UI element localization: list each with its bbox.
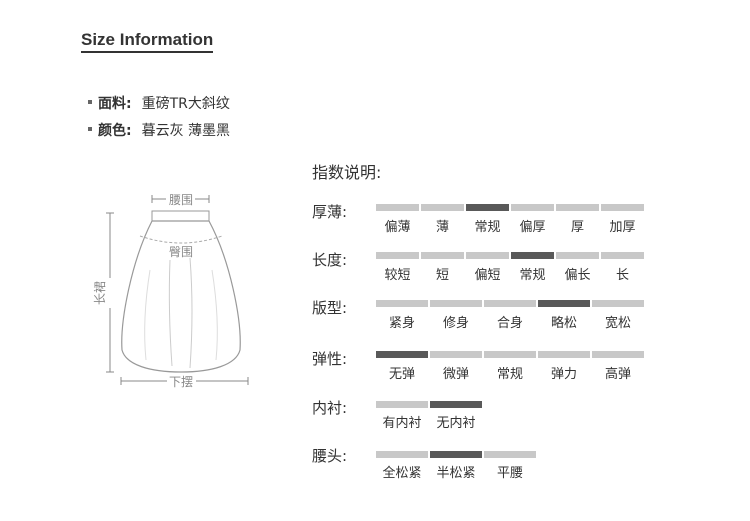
index-row-label: 厚薄: <box>312 203 348 221</box>
index-row-label: 长度: <box>312 251 348 269</box>
hem-label: 下摆 <box>169 375 193 389</box>
index-segment-selected <box>466 204 509 211</box>
index-segment <box>430 300 482 307</box>
index-option-label: 弹力 <box>550 367 577 382</box>
index-row-label: 版型: <box>312 299 348 317</box>
index-segment <box>376 252 419 259</box>
index-option-label: 紧身 <box>388 316 415 331</box>
spec-color: 颜色: 暮云灰 薄墨黑 <box>88 122 230 140</box>
index-segment <box>421 204 464 211</box>
index-option-label: 薄 <box>435 220 449 235</box>
index-row-label: 腰头: <box>312 447 348 465</box>
index-segment <box>556 204 599 211</box>
index-title: 指数说明: <box>312 163 382 182</box>
index-segment <box>376 401 428 408</box>
index-option-label: 无弹 <box>388 367 415 382</box>
index-option-label: 平腰 <box>496 466 523 481</box>
index-option-label: 全松紧 <box>382 466 422 481</box>
bullet-icon <box>88 127 92 131</box>
index-option-label: 较短 <box>384 268 411 283</box>
index-option-label: 偏厚 <box>519 220 546 235</box>
index-segment <box>421 252 464 259</box>
index-segment <box>484 451 536 458</box>
hip-label: 臀围 <box>169 245 193 259</box>
index-row-label: 内衬: <box>312 399 348 417</box>
waist-label: 腰围 <box>169 193 193 207</box>
index-option-label: 微弹 <box>442 367 469 382</box>
index-option-label: 有内衬 <box>382 416 422 431</box>
index-row-label: 弹性: <box>312 350 348 368</box>
index-segment <box>466 252 509 259</box>
index-option-label: 高弹 <box>604 367 631 382</box>
section-title: Size Information <box>81 30 214 53</box>
index-segment <box>484 300 536 307</box>
index-segment-selected <box>430 451 482 458</box>
index-segment-selected <box>376 351 428 358</box>
index-segment-selected <box>430 401 482 408</box>
index-option-label: 常规 <box>496 367 523 382</box>
index-option-label: 常规 <box>519 268 546 283</box>
index-option-label: 略松 <box>550 316 577 331</box>
index-segment <box>592 300 644 307</box>
index-option-label: 加厚 <box>609 220 636 235</box>
bullet-icon <box>88 100 92 104</box>
index-segment-selected <box>538 300 590 307</box>
index-segment <box>511 204 554 211</box>
index-segment-selected <box>511 252 554 259</box>
index-segment <box>538 351 590 358</box>
spec-fabric-value: 重磅TR大斜纹 <box>141 96 230 112</box>
index-option-label: 半松紧 <box>436 466 476 481</box>
index-option-label: 厚 <box>570 220 584 235</box>
index-option-label: 长 <box>615 268 629 283</box>
index-option-label: 无内衬 <box>436 416 476 431</box>
index-segment <box>592 351 644 358</box>
index-option-label: 偏薄 <box>384 220 411 235</box>
index-segment <box>601 252 644 259</box>
index-segment <box>556 252 599 259</box>
index-option-label: 合身 <box>496 316 523 331</box>
index-option-label: 宽松 <box>604 316 631 331</box>
index-segment <box>376 204 419 211</box>
index-segment <box>484 351 536 358</box>
index-option-label: 短 <box>435 268 449 283</box>
skirt-diagram: 腰围 臀围 长裙 下摆 <box>93 193 249 389</box>
index-option-label: 常规 <box>474 220 501 235</box>
index-segment <box>376 451 428 458</box>
index-option-label: 偏长 <box>564 268 591 283</box>
index-option-label: 修身 <box>442 316 469 331</box>
spec-color-value: 暮云灰 薄墨黑 <box>141 123 231 139</box>
spec-fabric-key: 面料: <box>98 96 132 112</box>
index-option-label: 偏短 <box>474 268 501 283</box>
index-segment <box>601 204 644 211</box>
index-segment <box>430 351 482 358</box>
spec-color-key: 颜色: <box>98 123 132 139</box>
length-label: 长裙 <box>93 281 107 305</box>
spec-fabric: 面料: 重磅TR大斜纹 <box>88 95 230 113</box>
index-segment <box>376 300 428 307</box>
